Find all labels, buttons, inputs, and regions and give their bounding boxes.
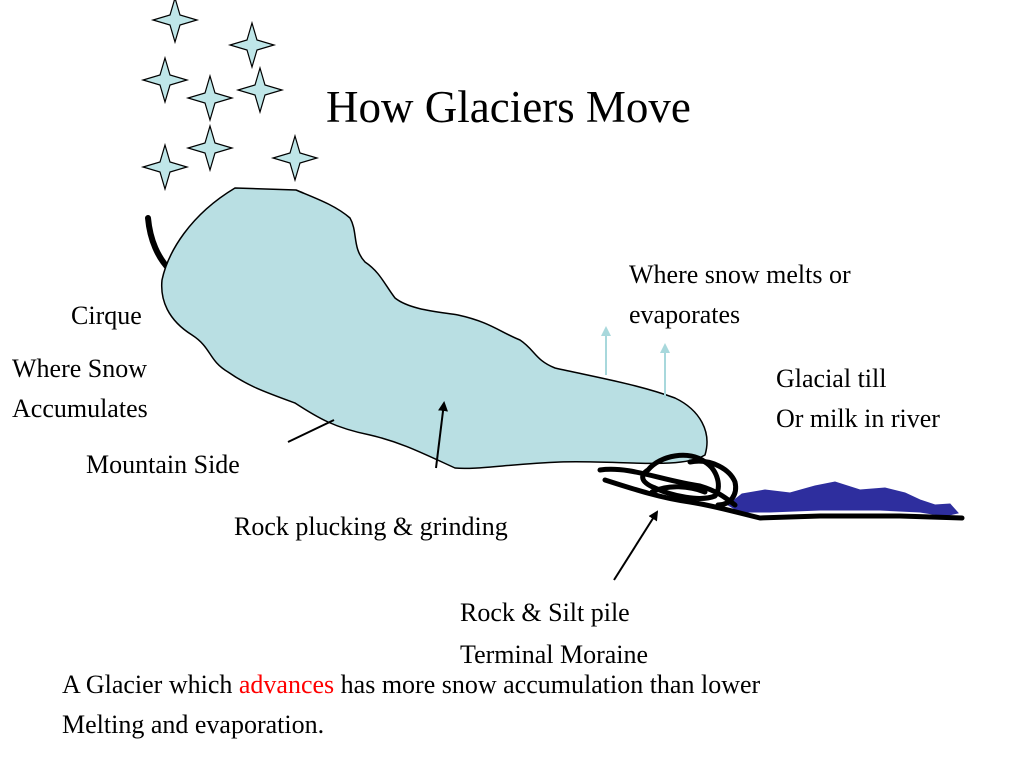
label-glacial-till-line1: Glacial till [776,364,887,393]
snowflake-icon [187,75,233,121]
mountain-side-line [145,215,173,273]
label-moraine-line2: Terminal Moraine [460,640,649,669]
snowflake-icon [142,144,188,190]
label-melts-line2: evaporates [629,300,741,329]
caption-text-after: has more snow accumulation than lower [334,670,761,699]
caption-highlight: advances [238,670,335,699]
moraine-pointer-arrow [613,510,659,581]
snowflake-icon [142,57,188,103]
label-melts-line1: Where snow melts or [629,260,851,289]
caption: A Glacier which advances has more snow a… [62,665,1002,745]
slide-title: How Glaciers Move [326,82,691,132]
snowflake-icon [229,22,275,68]
snowflake-icon [152,0,198,43]
mountain-side-leader [287,419,335,443]
label-accumulates-line2: Accumulates [12,394,148,423]
snowflakes [142,0,318,190]
label-accumulates-line1: Where Snow [12,354,148,383]
glacier-body [160,187,708,470]
plucking-pointer-arrow [435,401,448,469]
label-cirque: Cirque [71,301,142,330]
label-glacial-till-line2: Or milk in river [776,404,940,433]
caption-text-before: A Glacier which [62,670,239,699]
vapor-arrows [601,326,670,398]
label-rock-plucking: Rock plucking & grinding [234,512,508,541]
snowflake-icon [272,135,318,181]
snowflake-icon [237,67,283,113]
label-moraine-line1: Rock & Silt pile [460,598,630,627]
label-mountain-side: Mountain Side [86,450,240,479]
terminal-moraine [597,452,965,521]
snowflake-icon [187,125,233,171]
caption-line2: Melting and evaporation. [62,710,325,739]
river [727,481,959,517]
